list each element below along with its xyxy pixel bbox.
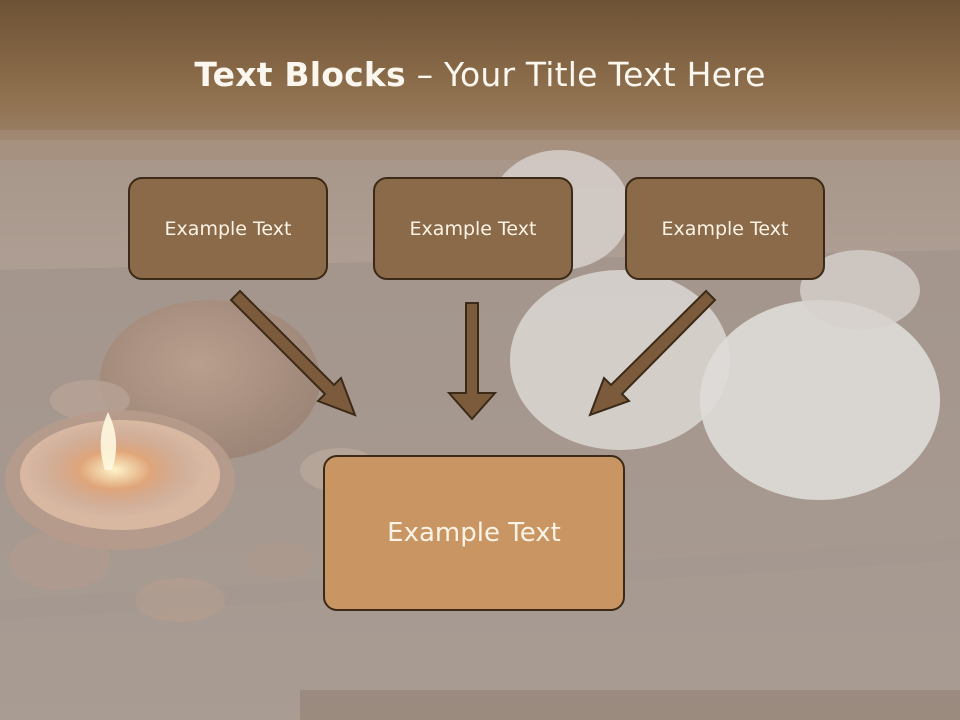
title-bold: Text Blocks xyxy=(194,55,406,94)
top-box-right: Example Text xyxy=(625,177,825,280)
top-box-center-label: Example Text xyxy=(409,217,537,240)
title-separator: – xyxy=(405,55,444,94)
top-box-right-label: Example Text xyxy=(661,217,789,240)
title-rest: Your Title Text Here xyxy=(443,55,766,94)
arrow-center xyxy=(446,302,498,421)
bottom-box-label: Example Text xyxy=(387,518,561,548)
top-box-left: Example Text xyxy=(128,177,328,280)
top-box-left-label: Example Text xyxy=(164,217,292,240)
arrow-right xyxy=(588,289,717,417)
top-box-center: Example Text xyxy=(373,177,573,280)
arrow-left xyxy=(229,289,357,417)
bottom-box: Example Text xyxy=(323,455,625,611)
slide-title: Text Blocks – Your Title Text Here xyxy=(0,52,960,98)
